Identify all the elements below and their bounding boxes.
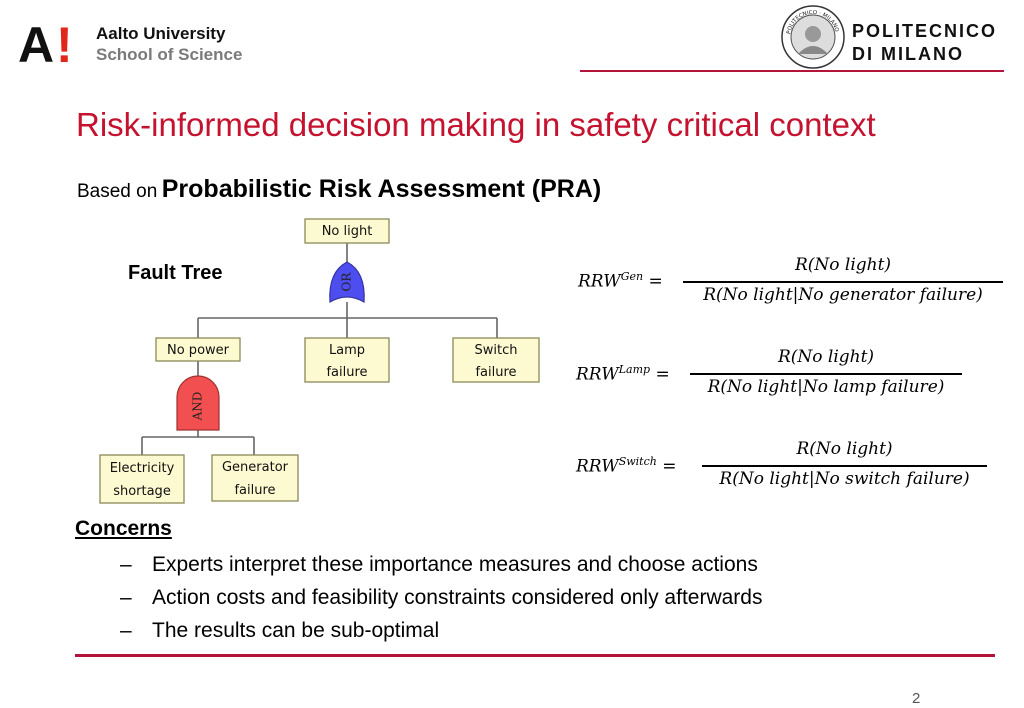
event-box-electricity-shortage [99, 454, 185, 504]
svg-text:A: A [18, 22, 54, 64]
dash-bullet: – [120, 553, 132, 576]
polimi-name-line1: POLITECNICO [852, 21, 998, 41]
aalto-university-name: Aalto University [96, 24, 226, 43]
and-gate-icon [176, 375, 220, 431]
event-label-lamp-2: failure [326, 365, 367, 380]
subtitle-prefix: Based on [77, 181, 158, 202]
and-gate-label: AND [191, 392, 205, 422]
event-label-generator-1: Generator [222, 460, 289, 475]
concerns-heading: Concerns [75, 517, 172, 540]
dash-bullet: – [120, 619, 132, 642]
or-gate-label: OR [340, 272, 354, 292]
formula-gen-numerator: R(No light) [794, 255, 892, 275]
formula-switch-lhs: RRWSwitch = [576, 455, 677, 477]
aalto-logo-icon: A ! [18, 22, 73, 64]
slide-subtitle: Based on Probabilistic Risk Assessment (… [77, 175, 601, 204]
formula-switch-numerator: R(No light) [796, 439, 893, 459]
event-label-no-light: No light [322, 224, 373, 239]
footer-rule [75, 654, 995, 657]
list-item: –The results can be sub-optimal [120, 616, 762, 649]
formula-gen-bar [683, 281, 1003, 283]
event-label-lamp-1: Lamp [329, 343, 365, 358]
page-number: 2 [912, 690, 921, 707]
event-label-switch-1: Switch [475, 343, 518, 358]
formula-lamp-bar [690, 373, 962, 375]
aalto-school-name: School of Science [96, 45, 243, 64]
formula-gen-denominator: R(No light|No generator failure) [703, 285, 983, 305]
formula-lamp-numerator: R(No light) [777, 347, 875, 367]
dash-bullet: – [120, 586, 132, 609]
event-label-electricity-1: Electricity [110, 461, 175, 476]
event-label-switch-2: failure [475, 365, 516, 380]
event-box-generator-failure [211, 454, 299, 502]
header-rule [580, 70, 1004, 72]
list-item: –Action costs and feasibility constraint… [120, 583, 762, 616]
concerns-list: –Experts interpret these importance meas… [120, 550, 762, 649]
fault-tree-label: Fault Tree [128, 262, 223, 284]
event-box-no-light [304, 218, 390, 244]
subtitle-main: Probabilistic Risk Assessment (PRA) [161, 175, 602, 203]
formula-switch-bar [702, 465, 987, 467]
polimi-name-line2: DI MILANO [852, 44, 964, 64]
event-label-electricity-2: shortage [113, 484, 171, 499]
event-label-no-power: No power [167, 343, 230, 358]
event-label-generator-2: failure [234, 483, 275, 498]
event-box-switch-failure [452, 337, 540, 383]
event-box-no-power [155, 337, 241, 362]
svg-text:!: ! [56, 22, 73, 64]
polimi-seal-icon: POLITECNICO · MILANO [781, 5, 845, 69]
event-box-lamp-failure [304, 337, 390, 383]
fault-tree-diagram: OR AND No light No power Lamp failure Sw… [99, 218, 540, 504]
or-gate-icon [329, 261, 365, 304]
formula-lamp-lhs: RRWLamp = [576, 363, 670, 385]
formula-gen-lhs: RRWGen = [578, 270, 663, 292]
slide-title: Risk-informed decision making in safety … [76, 106, 876, 143]
formula-switch-denominator: R(No light|No switch failure) [719, 469, 970, 489]
list-item: –Experts interpret these importance meas… [120, 550, 762, 583]
formula-lamp-denominator: R(No light|No lamp failure) [707, 377, 945, 397]
